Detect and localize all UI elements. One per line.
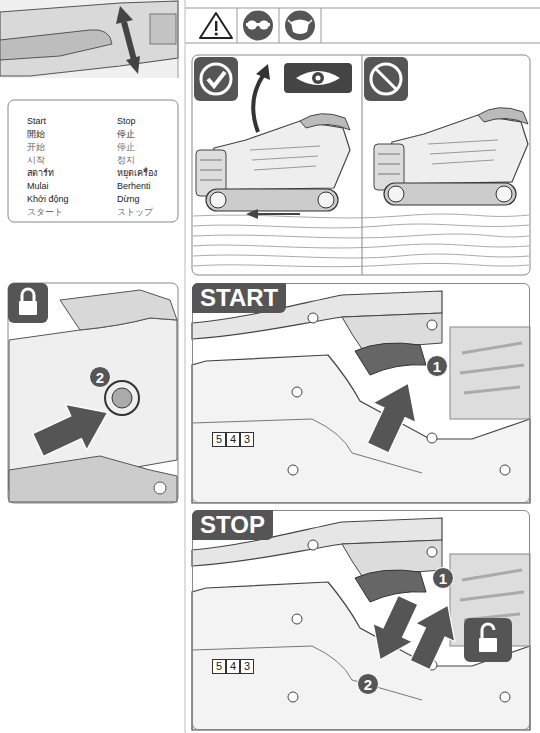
stop-word: 停止	[117, 142, 135, 153]
start-word: 開始	[27, 129, 45, 140]
stop-word: Stop	[117, 116, 136, 127]
panel-heading: STOP	[192, 510, 273, 540]
stop-word: หยุดเครื่อง	[117, 168, 157, 179]
stop-word: Berhenti	[117, 181, 151, 192]
panel-heading: START	[192, 283, 286, 313]
callout-number: 1	[432, 567, 454, 589]
start-word: Khởi động	[27, 194, 68, 205]
start-word: Start	[27, 116, 46, 127]
stop-word: ストップ	[117, 207, 153, 218]
callout-number: 2	[357, 673, 379, 695]
callout-number: 2	[89, 366, 111, 388]
instruction-panel: START	[192, 283, 530, 503]
stop-word: 정지	[117, 155, 135, 166]
speed-dial-digit: 3	[240, 659, 254, 674]
start-word: Mulai	[27, 181, 49, 192]
start-word: สตาร์ท	[27, 168, 54, 179]
speed-dial-digit: 4	[226, 659, 240, 674]
speed-dial-digit: 4	[226, 432, 240, 447]
instruction-panel: STOP	[192, 510, 530, 730]
stop-word: Dừng	[117, 194, 140, 205]
start-word: 시작	[27, 155, 45, 166]
stop-word: 停止	[117, 129, 135, 140]
speed-dial-digit: 5	[212, 659, 226, 674]
start-word: 开始	[27, 142, 45, 153]
start-word: スタート	[27, 207, 63, 218]
callout-number: 1	[426, 355, 448, 377]
speed-dial-digit: 3	[240, 432, 254, 447]
speed-dial-digit: 5	[212, 432, 226, 447]
